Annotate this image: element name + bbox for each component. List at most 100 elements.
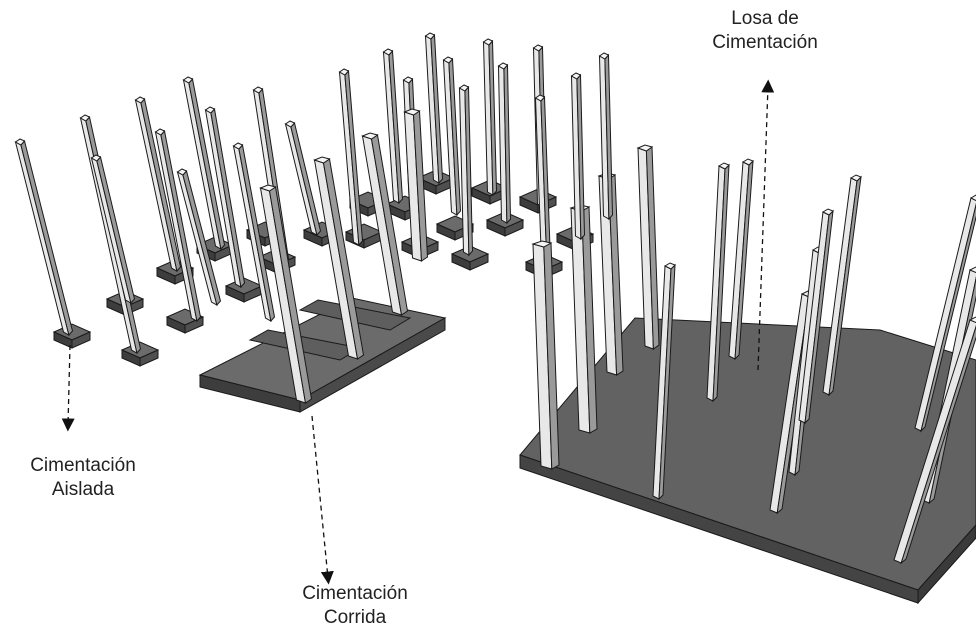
column-cap (442, 56, 454, 64)
column-cap (717, 162, 730, 170)
column-cap (154, 128, 166, 136)
column-cap (14, 138, 26, 146)
column-cap (252, 86, 264, 94)
column-cap (338, 68, 350, 76)
column (176, 168, 222, 307)
corrida-leader-arrow (311, 415, 334, 585)
column-cap (482, 38, 494, 46)
column-cap (663, 262, 676, 270)
column-cap (969, 194, 976, 202)
column-cap (232, 142, 244, 150)
column-side (920, 202, 976, 433)
column-cap (284, 120, 296, 128)
pad-right (139, 349, 159, 367)
column (232, 142, 276, 323)
column-cap (821, 208, 834, 216)
column (636, 144, 660, 350)
label-losa-line1: Losa de (731, 8, 799, 29)
column (313, 156, 365, 360)
column-face (90, 157, 132, 304)
column-side (290, 121, 322, 237)
column (893, 316, 976, 565)
column (597, 172, 624, 376)
column-side (20, 139, 74, 337)
column-cap (259, 184, 277, 192)
column-cap (424, 32, 436, 40)
column-cap (532, 44, 544, 52)
column-cap (313, 156, 331, 164)
column-cap (636, 144, 654, 152)
label-aislada-line2: Aislada (51, 479, 115, 500)
column (822, 174, 862, 397)
column (728, 158, 754, 361)
column (204, 106, 246, 289)
columns (14, 32, 976, 565)
column (482, 38, 498, 197)
column (914, 194, 976, 433)
column-cap (570, 72, 582, 80)
column (382, 48, 404, 205)
column (706, 162, 730, 403)
column-cap (204, 106, 216, 114)
column-cap (968, 316, 976, 324)
column-cap (79, 114, 91, 122)
column-face (79, 117, 138, 354)
column (652, 262, 676, 501)
strip-footing-main-side (299, 317, 446, 413)
column-cap (382, 48, 394, 56)
column (338, 68, 364, 247)
pad-right (71, 331, 91, 349)
column (14, 138, 74, 337)
column-cap (176, 168, 188, 176)
losa-leader-arrow (757, 79, 775, 371)
column (424, 32, 444, 185)
pad-right (504, 219, 524, 237)
column-cap (182, 76, 194, 84)
column-face (14, 141, 70, 336)
column (90, 154, 136, 305)
label-losa-de-cimentacion: Losa de Cimentación (690, 7, 840, 55)
column-cap (598, 52, 610, 60)
column-cap (497, 62, 509, 70)
mat-slab (519, 317, 976, 605)
column-face (154, 131, 198, 322)
pad-right (469, 253, 489, 271)
column (570, 72, 586, 241)
column (259, 184, 313, 404)
column-cap (402, 76, 414, 84)
column (458, 84, 474, 257)
isolated-footing-pad (344, 223, 384, 249)
slab-side (917, 524, 976, 605)
column-cap (361, 132, 379, 140)
column (403, 108, 429, 262)
label-corrida-line1: Cimentación (302, 583, 408, 604)
column-face (284, 123, 318, 236)
column (598, 52, 614, 221)
label-cimentacion-corrida: Cimentación Corrida (270, 582, 440, 630)
column-cap (134, 96, 146, 104)
column (531, 240, 560, 470)
column-side (900, 325, 976, 565)
column-cap (741, 158, 754, 166)
column (442, 56, 462, 217)
column-cap (849, 174, 862, 182)
column (798, 208, 834, 425)
column (497, 62, 512, 225)
column (361, 132, 409, 316)
label-losa-line2: Cimentación (712, 32, 818, 53)
label-corrida-line2: Corrida (323, 607, 387, 628)
column (284, 120, 322, 237)
column-cap (403, 108, 421, 116)
isolated-footing-pad (165, 308, 205, 334)
column-cap (458, 84, 470, 92)
column-side (96, 155, 136, 305)
column-cap (531, 240, 553, 248)
label-cimentacion-aislada: Cimentación Aislada (8, 454, 158, 502)
label-aislada-line1: Cimentación (30, 455, 136, 476)
column (182, 76, 226, 251)
column-cap (534, 94, 546, 102)
aislada-leader-arrow (61, 344, 75, 432)
column-cap (968, 266, 976, 274)
